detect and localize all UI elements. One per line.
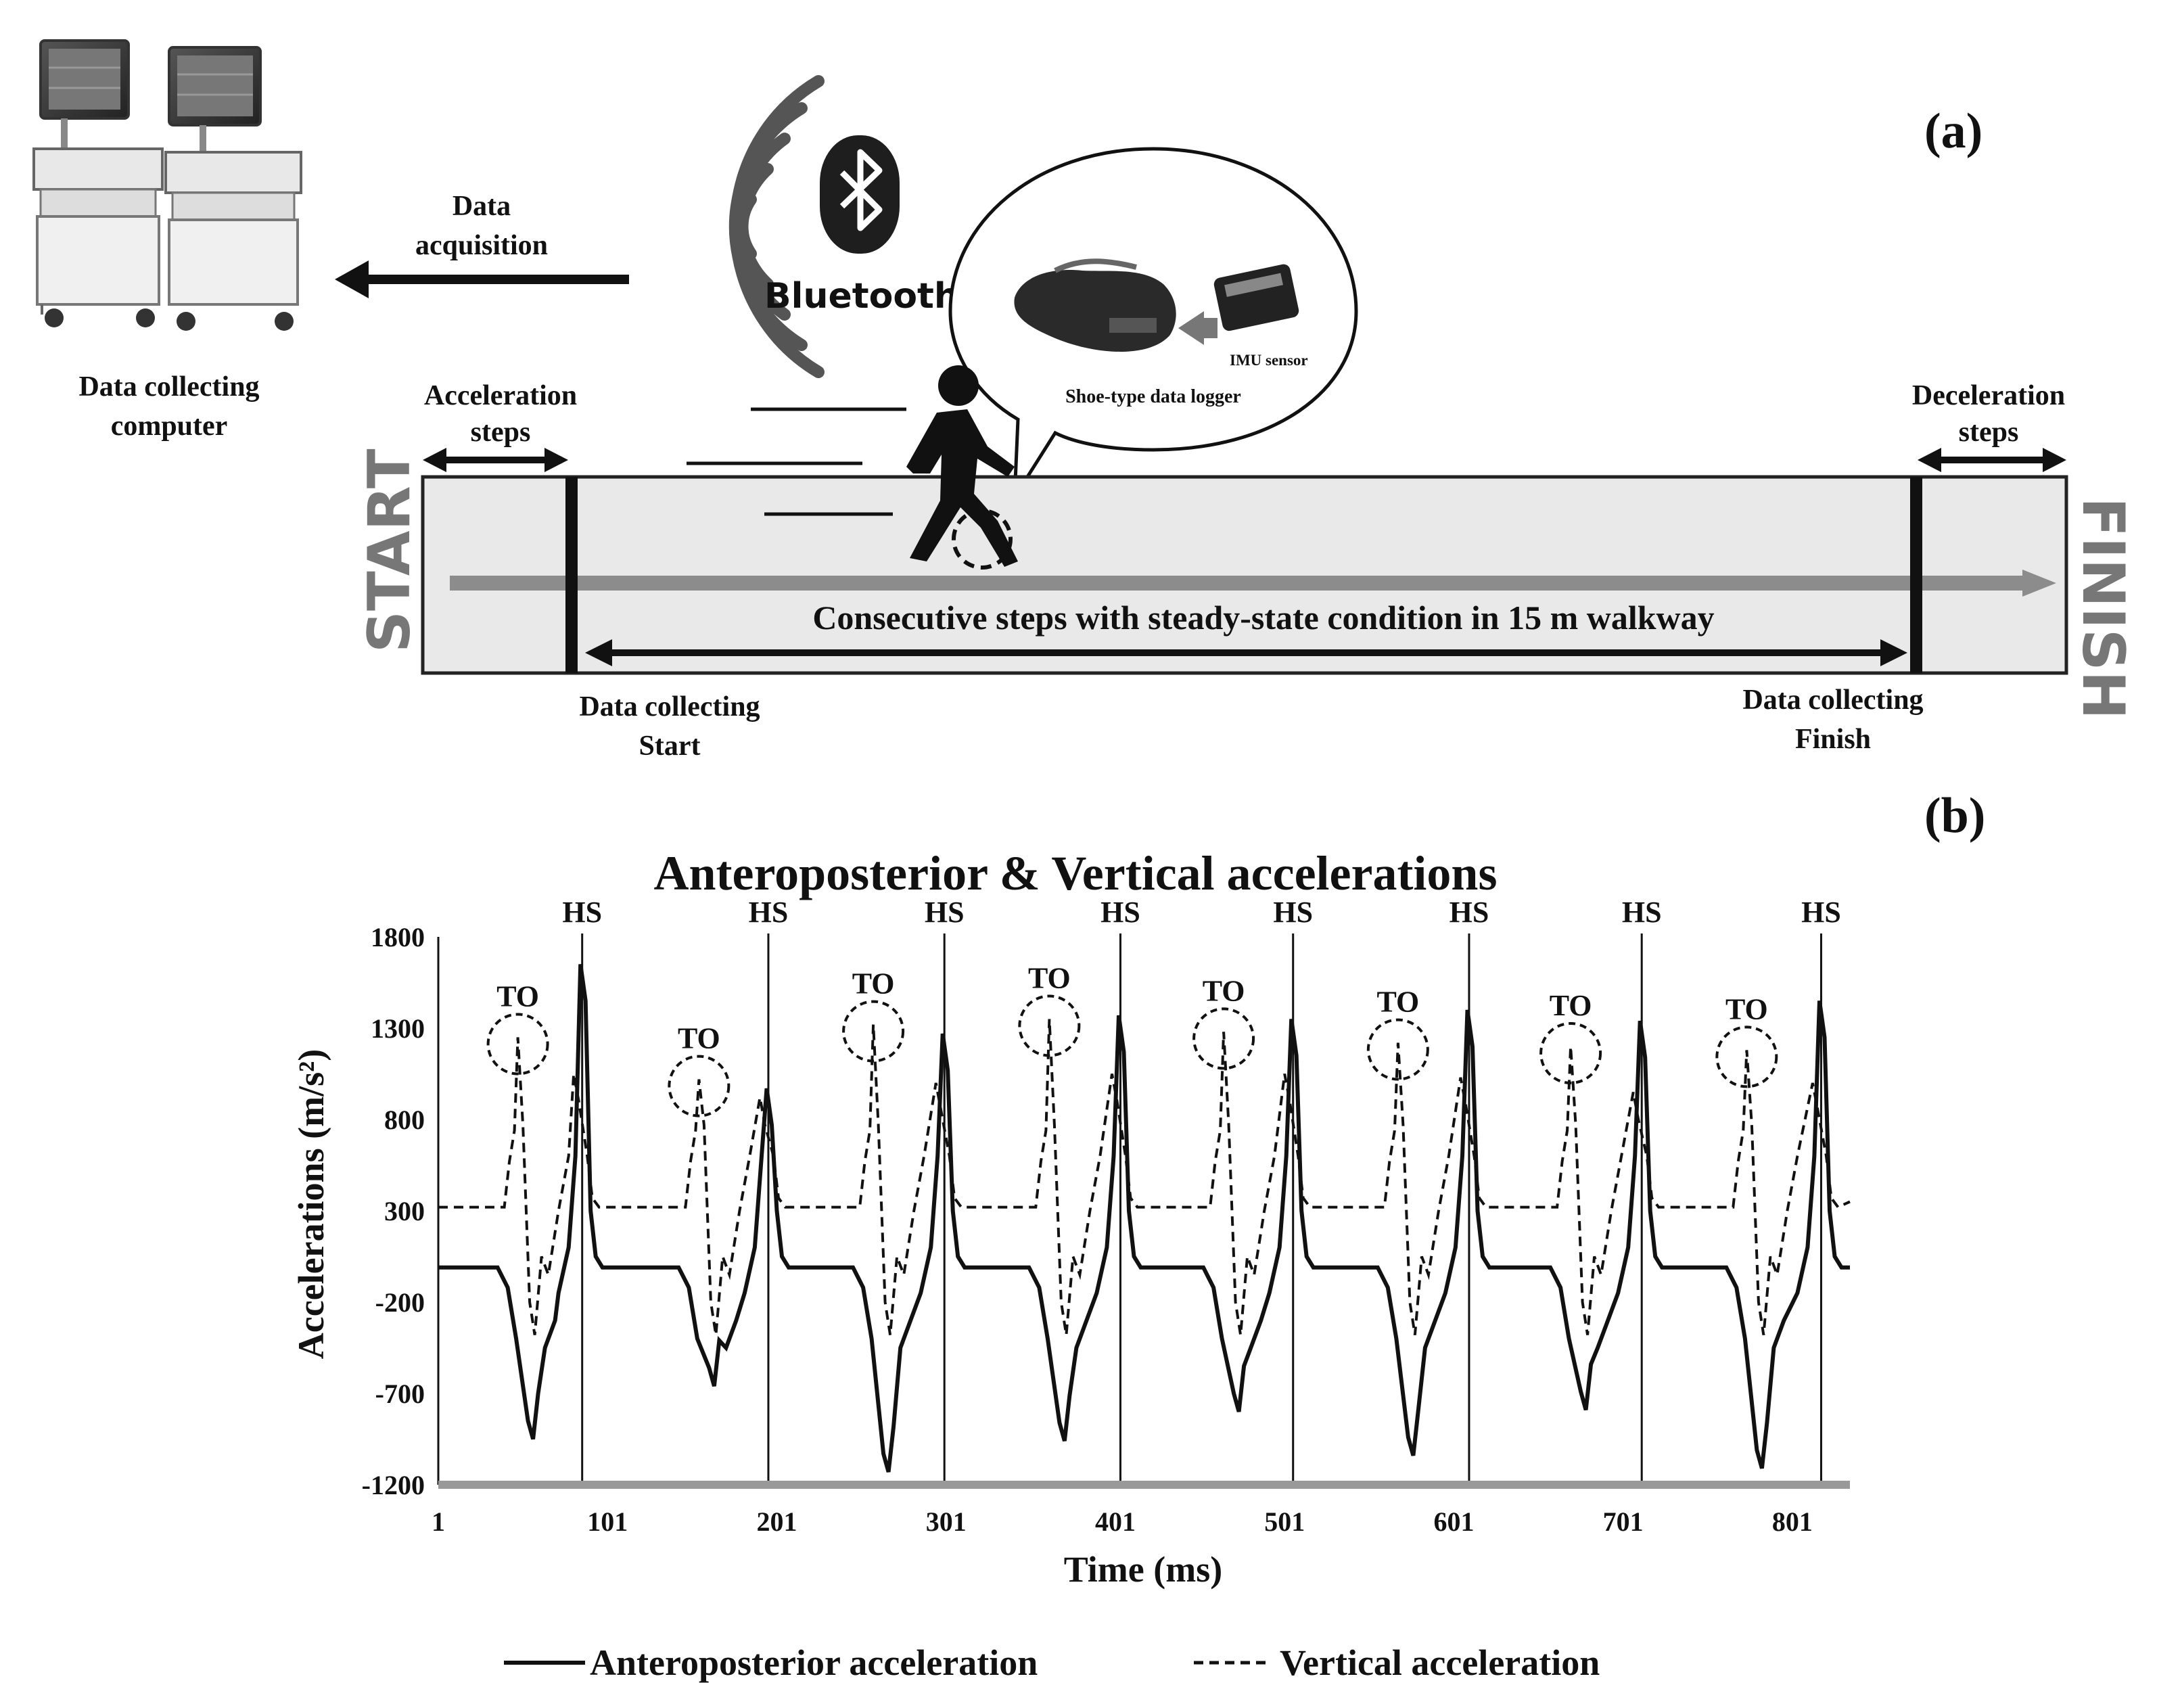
imu-sensor-icon — [1213, 264, 1299, 331]
motion-lines — [687, 407, 906, 516]
toe-off-circle — [1366, 1018, 1429, 1081]
heel-strike-label: HS — [562, 896, 602, 929]
panel-a-label: (a) — [1924, 103, 1982, 159]
legend: Anteroposterior acceleration Vertical ac… — [504, 1642, 1600, 1683]
series-vertical-acceleration — [438, 1019, 1851, 1335]
collect-start-label-line1: Data collecting — [579, 691, 760, 722]
toe-off-circle — [1539, 1022, 1602, 1084]
toe-off-label: TO — [1028, 962, 1071, 995]
walkway — [421, 475, 2068, 675]
computer-cart-icon — [32, 39, 302, 331]
bluetooth-icon — [820, 135, 900, 254]
toe-off-label: TO — [1725, 992, 1768, 1025]
shoe-logger-label: Shoe-type data logger — [1065, 386, 1241, 407]
toe-off-circle — [1192, 1007, 1255, 1070]
heel-strike-label: HS — [1100, 896, 1140, 929]
bluetooth-label: Bluetoothth — [764, 276, 977, 317]
decel-steps-line1: Deceleration — [1912, 380, 2065, 411]
walkway-text: Consecutive steps with steady-state cond… — [812, 599, 1714, 637]
x-tick-label: 201 — [756, 1506, 797, 1537]
data-acquisition-line1: Data — [453, 191, 511, 222]
sensor-location-circle — [952, 509, 1013, 570]
decel-steps-arrow — [1918, 448, 2066, 472]
decel-steps-line2: steps — [1959, 417, 2019, 448]
x-tick-label: 701 — [1603, 1506, 1644, 1537]
toe-off-circle — [486, 1013, 549, 1076]
steady-state-arrow — [585, 639, 1907, 666]
toe-off-markers: TO TO TO TO TO TO TO TO — [486, 962, 1778, 1117]
computer-label-line2: computer — [111, 411, 228, 442]
wireless-signal-icon — [728, 75, 825, 378]
x-axis-label: Time (ms) — [1064, 1549, 1222, 1590]
y-tick-label: 1300 — [371, 1013, 425, 1044]
heel-strike-label: HS — [1622, 896, 1662, 929]
x-tick-label: 1 — [432, 1506, 445, 1537]
x-tick-label: 501 — [1264, 1506, 1305, 1537]
x-tick-label: 401 — [1095, 1506, 1136, 1537]
x-tick-label: 301 — [926, 1506, 967, 1537]
toe-off-label: TO — [678, 1022, 720, 1055]
chart-title: Anteroposterior & Vertical accelerations — [654, 846, 1498, 900]
toe-off-circle — [1715, 1025, 1778, 1088]
y-tick-label: 1800 — [371, 922, 425, 952]
legend-ap-label: Anteroposterior acceleration — [590, 1642, 1038, 1683]
data-acquisition-arrow — [335, 260, 629, 298]
heel-strike-label: HS — [1801, 896, 1841, 929]
y-tick-label: 800 — [384, 1105, 425, 1135]
y-tick-label: 300 — [384, 1196, 425, 1226]
x-axis: 1 101 201 301 401 501 601 701 801 — [432, 1506, 1813, 1537]
collect-finish-label-line2: Finish — [1795, 724, 1871, 755]
shoe-icon — [1014, 258, 1176, 352]
accel-steps-arrow — [423, 448, 568, 472]
y-tick-label: -200 — [375, 1287, 425, 1318]
imu-to-shoe-arrow — [1178, 311, 1217, 345]
walkway-direction-arrow — [450, 570, 2056, 597]
collect-finish-label-line1: Data collecting — [1742, 685, 1923, 716]
y-tick-label: -700 — [375, 1379, 425, 1409]
toe-off-label: TO — [1550, 989, 1592, 1022]
heel-strike-label: HS — [749, 896, 789, 929]
legend-v-label: Vertical acceleration — [1280, 1642, 1600, 1683]
collect-start-label-line2: Start — [639, 731, 701, 762]
heel-strike-label: HS — [1449, 896, 1489, 929]
x-tick-label: 601 — [1433, 1506, 1474, 1537]
panel-b-label: (b) — [1924, 788, 1985, 844]
heel-strike-label: HS — [1273, 896, 1313, 929]
imu-sensor-label: IMU sensor — [1230, 352, 1308, 369]
y-axis: 1800 1300 800 300 -200 -700 -1200 — [362, 922, 440, 1500]
y-axis-label: Accelerations (m/s²) — [291, 1049, 331, 1360]
walking-person-icon — [906, 365, 1018, 567]
heel-strike-label: HS — [925, 896, 965, 929]
panel-b: (b) Anteroposterior & Vertical accelerat… — [291, 788, 1985, 1683]
finish-text: FINISH — [2069, 497, 2137, 720]
computer-label-line1: Data collecting — [78, 371, 259, 402]
series-anteroposterior-acceleration — [438, 964, 1850, 1473]
data-acquisition-line2: acquisition — [415, 230, 548, 261]
x-tick-label: 801 — [1772, 1506, 1813, 1537]
accel-steps-line2: steps — [471, 417, 531, 448]
start-text: START — [356, 448, 423, 653]
toe-off-label: TO — [1376, 986, 1419, 1019]
toe-off-label: TO — [1203, 974, 1245, 1007]
accel-steps-line1: Acceleration — [424, 380, 577, 411]
x-tick-label: 101 — [587, 1506, 628, 1537]
toe-off-label: TO — [852, 967, 895, 1000]
toe-off-label: TO — [496, 980, 539, 1013]
panel-a: (a) Data collecting — [32, 39, 2137, 762]
toe-off-circle — [668, 1055, 730, 1117]
y-tick-label: -1200 — [362, 1470, 425, 1500]
acceleration-chart: 1800 1300 800 300 -200 -700 -1200 1 101 201 301 40… — [362, 896, 1851, 1537]
